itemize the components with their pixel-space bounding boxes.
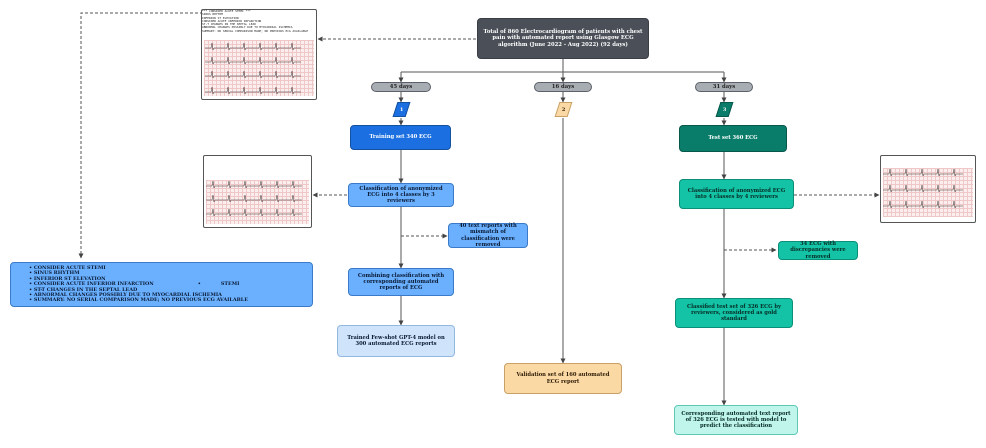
ecg-trace [205,42,301,51]
ecg-text-line: SUMMARY: NO SERIAL COMPARISON MADE; NO P… [202,28,309,33]
report-line: CONSIDER ACUTE INFERIOR INFARCTION • STEMI [29,282,312,287]
ecg-text-line: INFERIOR ST ELEVATION [202,15,239,20]
days-pill-branch-1: 45 days [371,82,431,92]
training-removed-box: 40 text reports with mismatch of classif… [448,223,528,248]
training-classification-box: Classification of anonymized ECG into 4 … [348,183,454,207]
ecg-strip [883,168,973,217]
ecg-image-test [880,155,976,223]
report-line: SINUS RHYTHM [29,270,312,276]
ecg-trace [205,86,301,95]
ecg-trace [206,208,302,217]
report-stemi-label: STEMI [220,281,240,288]
ecg-text-line: ABNORMAL CHANGES POSSIBLY DUE TO MYOCARD… [202,25,293,30]
days-pill-branch-3: 31 days [695,82,753,92]
report-line: ST-T CHANGES IN THE SEPTAL LEAD [29,287,312,293]
ecg-strip [206,180,309,224]
combining-box: Combining classification with correspond… [348,268,454,296]
tested-report-box: Corresponding automated text report of 3… [674,405,798,435]
report-stemi-dot: • [197,281,201,288]
ecg-trace [205,56,301,65]
test-removed-box: 34 ECG with discrepancies were removed [778,241,858,260]
report-line: SUMMARY: NO SERIAL COMPARISON MADE; NO P… [29,298,312,304]
test-set-box: Test set 360 ECG [679,125,787,152]
ecg-trace [206,194,302,203]
training-set-box: Training set 340 ECG [350,125,451,150]
report-line-text: CONSIDER ACUTE INFERIOR INFARCTION [33,281,154,288]
ecg-report-text: *** CONSIDER ACUTE STEMI *** SINUS RHYTH… [202,10,314,38]
ecg-report-image [201,9,317,100]
gold-standard-box: Classified test set of 326 ECG by review… [675,298,793,328]
days-pill-branch-2: 16 days [534,82,592,92]
ecg-trace [883,200,963,209]
ecg-trace [206,180,302,189]
ecg-text-line: ST-T CHANGES IN THE SEPTAL LEAD [202,22,256,27]
ecg-trace [205,70,301,79]
ecg-text-line: *** CONSIDER ACUTE STEMI *** [202,10,251,13]
report-line: INFERIOR ST ELEVATION [29,276,312,282]
ecg-text-line: SINUS RHYTHM [202,12,223,17]
automated-report-box: CONSIDER ACUTE STEMI SINUS RHYTHM INFERI… [10,262,313,307]
ecg-trace [883,184,963,193]
ecg-strip [204,40,314,96]
ecg-text-line: CONSIDER ACUTE INFERIOR INFARCTION [202,18,262,23]
report-line: ABNORMAL CHANGES POSSIBLY DUE TO MYOCARD… [29,292,312,298]
trained-model-box: Trained Few-shot GPT-4 model on 300 auto… [337,325,455,357]
validation-set-box: Validation set of 160 automated ECG repo… [504,363,622,394]
source-box: Total of 860 Electrocardiogram of patien… [477,18,649,59]
report-line: CONSIDER ACUTE STEMI [29,265,312,271]
test-classification-box: Classification of anonymized ECG into 4 … [679,179,794,209]
ecg-trace [883,168,963,177]
